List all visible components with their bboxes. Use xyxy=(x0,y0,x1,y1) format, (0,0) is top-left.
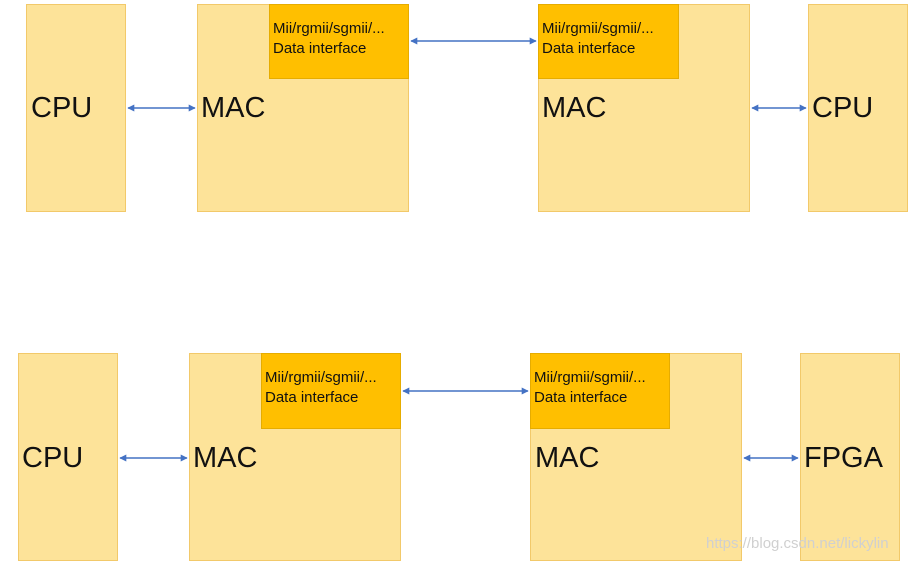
data-interface-bottom-right: Mii/rgmii/sgmii/... Data interface xyxy=(530,353,670,429)
data-interface-bottom-left: Mii/rgmii/sgmii/... Data interface xyxy=(261,353,401,429)
interface-type-label: Mii/rgmii/sgmii/... xyxy=(273,20,385,37)
interface-name-label: Data interface xyxy=(273,40,367,57)
cpu-label-bottom-left: CPU xyxy=(22,442,84,474)
mac-label-top-left: MAC xyxy=(201,92,266,124)
cpu-block-top-right xyxy=(808,4,908,212)
interface-type-label: Mii/rgmii/sgmii/... xyxy=(265,369,377,386)
watermark: https://blog.csdn.net/lickylin xyxy=(706,535,889,552)
data-interface-top-left: Mii/rgmii/sgmii/... Data interface xyxy=(269,4,409,79)
mac-label-top-right: MAC xyxy=(542,92,607,124)
interface-type-label: Mii/rgmii/sgmii/... xyxy=(542,20,654,37)
interface-name-label: Data interface xyxy=(265,389,359,406)
cpu-label-top-right: CPU xyxy=(812,92,874,124)
interface-name-label: Data interface xyxy=(542,40,636,57)
fpga-block-bottom-right xyxy=(800,353,900,561)
cpu-block-top-left xyxy=(26,4,126,212)
fpga-label-bottom-right: FPGA xyxy=(804,442,883,474)
mac-label-bottom-left: MAC xyxy=(193,442,258,474)
data-interface-top-right: Mii/rgmii/sgmii/... Data interface xyxy=(538,4,679,79)
interface-name-label: Data interface xyxy=(534,389,628,406)
cpu-block-bottom-left xyxy=(18,353,118,561)
mac-label-bottom-right: MAC xyxy=(535,442,600,474)
interface-type-label: Mii/rgmii/sgmii/... xyxy=(534,369,646,386)
cpu-label-top-left: CPU xyxy=(31,92,93,124)
